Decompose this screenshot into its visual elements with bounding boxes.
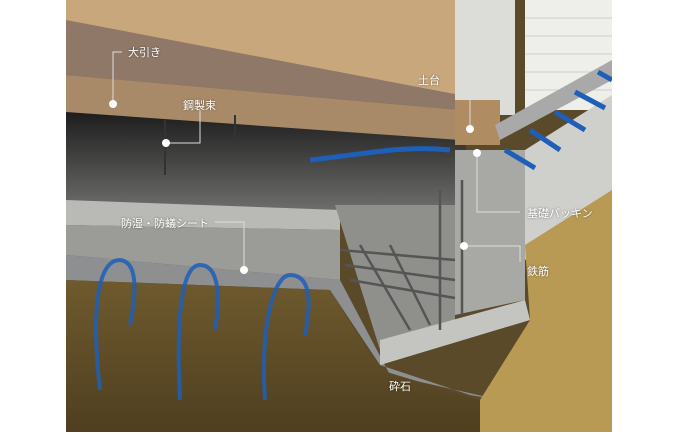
label-sheet: 防湿・防蟻シート	[121, 217, 209, 230]
dodai-sill	[455, 100, 500, 145]
exterior-soil	[480, 190, 612, 432]
soil	[66, 280, 612, 432]
wall-insulation	[455, 0, 515, 115]
moisture-arrows	[94, 257, 311, 401]
concrete-slab	[66, 225, 340, 280]
subfloor	[66, 20, 460, 110]
footing	[380, 300, 530, 365]
gravel	[66, 255, 500, 400]
label-dodai: 土台	[418, 74, 440, 87]
label-tekkin: 鉄筋	[527, 265, 549, 278]
label-saiseki: 砕石	[389, 380, 411, 393]
foundation-wall	[455, 150, 525, 315]
ventilation-arrows	[309, 69, 612, 171]
callout-dots	[109, 100, 481, 274]
label-kouseizuka: 鋼製束	[183, 99, 216, 112]
label-oobiki: 大引き	[128, 46, 161, 59]
label-kiso-packing: 基礎パッキン	[527, 207, 593, 220]
floor-board	[66, 0, 460, 95]
vent-rail	[495, 60, 612, 140]
oobiki-beam	[66, 75, 460, 140]
